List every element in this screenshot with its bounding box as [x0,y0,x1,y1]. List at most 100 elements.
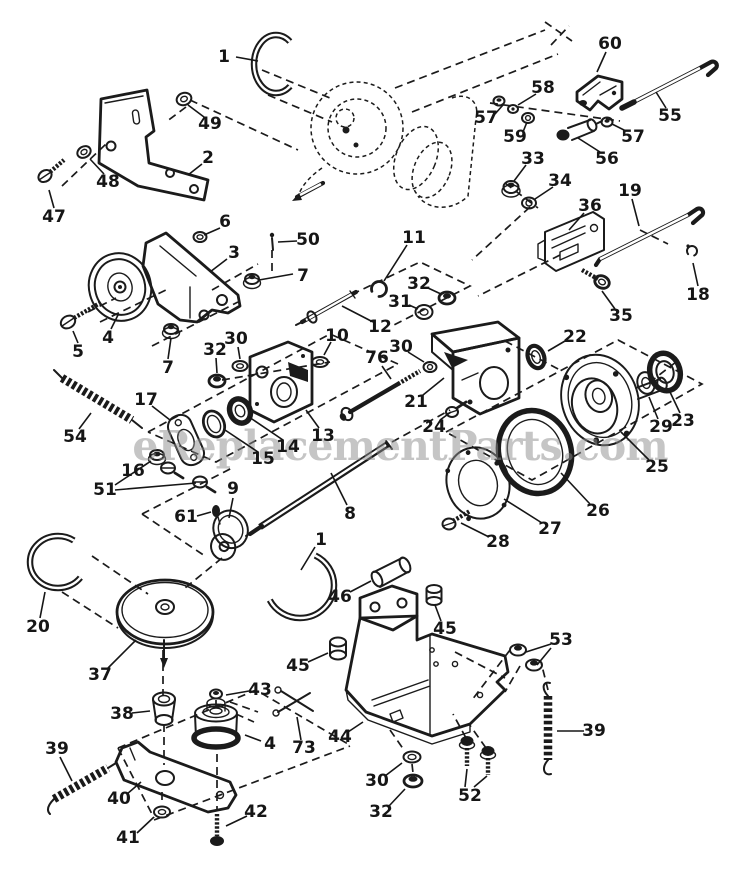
callout-50: 50 [296,230,320,250]
callout-leader-6 [203,227,221,236]
callout-8: 8 [344,504,356,524]
callout-7: 7 [162,358,174,378]
idler-arm-3 [141,231,242,324]
callout-leader-11 [383,244,408,282]
callout-leader-58 [517,93,537,106]
callout-leader-31 [408,304,419,310]
callout-leader-29 [648,396,659,420]
callout-1: 1 [218,47,230,67]
callout-leader-5 [72,330,79,344]
nut-6 [192,231,208,243]
pedal-bracket-21 [430,320,521,416]
bolt-24 [445,400,468,418]
callout-30: 30 [389,337,413,357]
callout-leader-28 [460,522,490,538]
callout-53: 53 [549,630,573,650]
bolts-52 [458,736,497,775]
callout-leader-20 [39,591,46,619]
callout-6: 6 [219,212,231,232]
disc-37 [115,578,215,668]
spring-39-right [542,681,553,776]
callout-leader-36 [568,212,585,231]
callout-42: 42 [244,802,268,822]
mounting-bracket-2 [97,88,210,202]
ring-26 [495,407,575,497]
callout-30: 30 [365,771,389,791]
callout-40: 40 [107,789,131,809]
callout-leader-12 [341,305,374,323]
callout-leader-27 [503,498,543,524]
callout-5: 5 [72,342,84,362]
bolt-28 [441,509,472,531]
callout-leader-32 [427,287,442,295]
callout-leader-13 [305,409,320,429]
callout-10: 10 [325,326,349,346]
washer-41 [153,805,171,819]
callout-59: 59 [503,127,527,147]
pin-50 [269,232,275,251]
callout-leader-2 [187,163,203,176]
spacer-45-right [425,584,443,606]
callout-leader-53 [525,643,552,653]
callout-4: 4 [264,734,276,754]
nut-7-upper [242,273,262,290]
nut-57-left [492,95,506,107]
callout-leader-56 [577,137,601,153]
callout-41: 41 [116,828,140,848]
callout-27: 27 [538,519,562,539]
callout-31: 31 [388,292,412,312]
callout-9: 9 [227,479,239,499]
callout-28: 28 [486,532,510,552]
callout-leader-54 [78,412,92,430]
washer-30-b [422,361,438,373]
callout-leader-44 [347,721,364,733]
callout-55: 55 [658,106,682,126]
bearing-14 [226,396,254,426]
callout-3: 3 [228,243,240,263]
callout-leader-1 [235,56,259,62]
callout-34: 34 [548,171,572,191]
callout-leader-47 [48,189,55,209]
callout-32: 32 [203,340,227,360]
callout-43: 43 [248,680,272,700]
belt-lower-1 [262,548,338,622]
spring-54 [53,369,143,429]
callout-19: 19 [618,181,642,201]
nut-43 [209,688,223,700]
callout-leader-4 [244,734,262,742]
callout-24: 24 [422,417,446,437]
callout-12: 12 [368,317,392,337]
washer-58 [507,104,519,114]
callout-leader-41 [136,816,155,834]
rod-55 [619,59,719,111]
callout-leader-22 [547,340,566,352]
callout-leader-15 [224,429,259,453]
callout-leader-9 [228,497,234,519]
callout-7: 7 [297,266,309,286]
nut-7-lower [161,323,181,340]
callout-leader-61 [196,511,212,517]
clip-18 [686,244,698,257]
callout-leader-17 [151,405,171,421]
callout-leader-7 [167,337,172,360]
callout-52: 52 [458,786,482,806]
bolt-76 [339,369,422,422]
callout-leader-76 [381,365,392,380]
plate-27 [445,446,511,522]
callout-leader-26 [560,472,591,505]
callout-61: 61 [174,507,198,527]
callout-leader-60 [596,51,607,73]
callout-leader-37 [107,639,137,669]
callout-48: 48 [96,172,120,192]
washer-30-a [231,360,249,372]
callout-leader-33 [513,164,527,182]
callout-leader-51 [114,462,149,486]
callout-leader-3 [209,258,228,273]
assembly-guide-dashes [61,21,704,821]
callout-leader-34 [534,186,554,200]
callout-45: 45 [433,619,457,639]
callout-37: 37 [88,665,112,685]
callout-leader-55 [655,91,667,109]
